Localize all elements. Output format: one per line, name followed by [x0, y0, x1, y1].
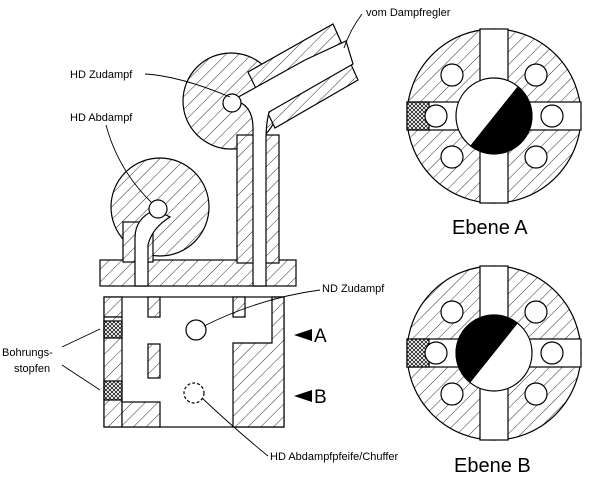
hd-abdampfpfeife-port	[183, 382, 205, 404]
plane-a-label: A	[314, 326, 327, 347]
zudampf-passage	[231, 40, 354, 287]
leader-lines	[61, 13, 363, 457]
section-a-rotor	[470, 86, 533, 155]
hd-abdampf-port	[148, 199, 168, 219]
plane-a-arrow	[294, 329, 312, 341]
nd-zudampf-port	[185, 319, 207, 341]
label-bohrungsstopfen-1: Bohrungs-	[2, 347, 53, 359]
section-b-rotor	[455, 314, 518, 383]
body-bottom-left	[121, 401, 161, 428]
section-a: Ebene A	[406, 28, 582, 239]
label-bohrungsstopfen-2: stopfen	[14, 363, 50, 375]
body-top-left	[103, 296, 123, 318]
body-top-center	[147, 296, 161, 318]
plane-b-label: B	[314, 387, 327, 408]
section-b: Ebene B	[406, 265, 582, 477]
bohrungsstopfen-top	[103, 320, 123, 339]
upper-assembly	[99, 23, 359, 287]
section-b-title: Ebene B	[454, 455, 531, 477]
bohrungsstopfen-bottom	[103, 380, 123, 401]
section-a-title: Ebene A	[452, 217, 528, 239]
body-center-slot	[147, 343, 161, 379]
body-top-right	[232, 296, 246, 318]
label-nd-zudampf: ND Zudampf	[322, 283, 385, 295]
hd-zudampf-port	[222, 93, 242, 113]
label-vom-dampfregler: vom Dampfregler	[366, 7, 451, 19]
label-hd-abdampf: HD Abdampf	[70, 112, 133, 124]
plane-b-arrow	[294, 390, 312, 402]
abdampf-passage	[134, 209, 172, 287]
lower-body	[103, 296, 285, 428]
label-hd-abdampfpfeife: HD Abdampfpfeife/Chuffer	[270, 451, 399, 463]
label-hd-zudampf: HD Zudampf	[70, 69, 133, 81]
